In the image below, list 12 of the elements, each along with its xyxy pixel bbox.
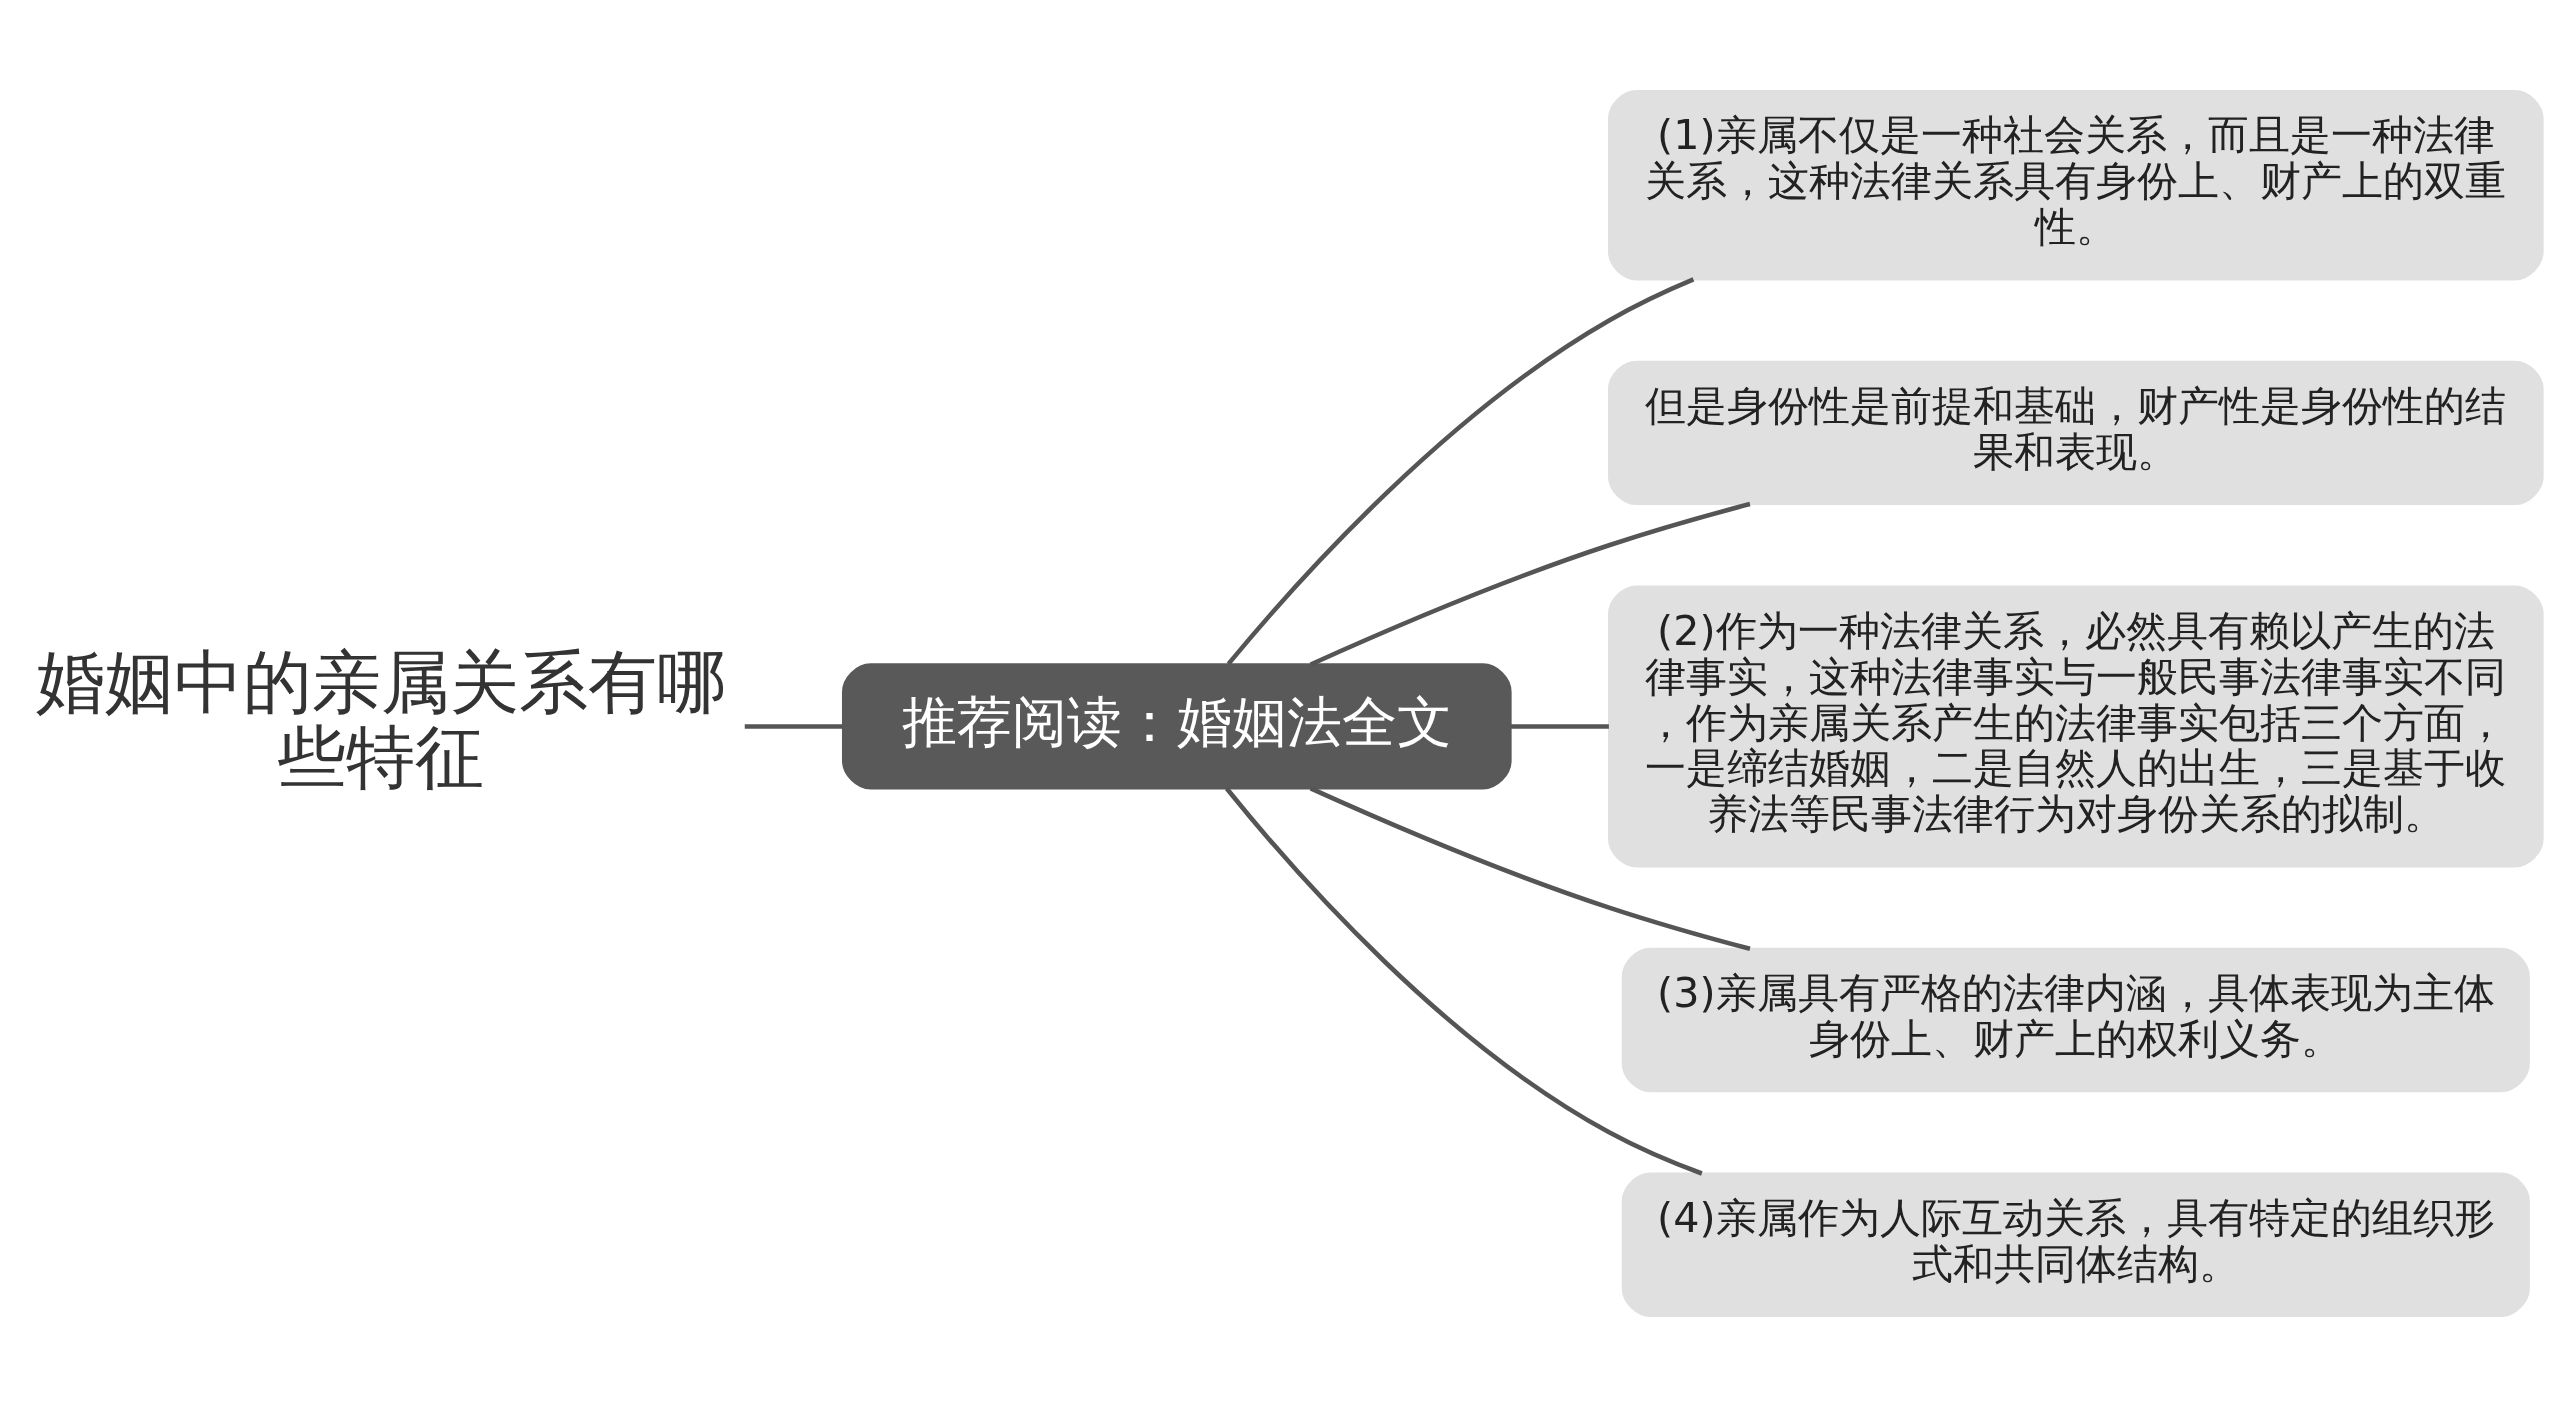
node-box: 推荐阅读：婚姻法全文 — [841, 662, 1512, 789]
node-box: (3)亲属具有严格的法律内涵，具体表现为主体身份上、财产上的权利义务。 — [1621, 947, 2530, 1092]
connector — [744, 723, 843, 729]
connector — [1309, 501, 1751, 667]
node-box: (4)亲属作为人际互动关系，具有特定的组织形式和共同体结构。 — [1621, 1172, 2530, 1317]
connector — [1224, 786, 1703, 1176]
connector — [1510, 723, 1609, 729]
node-box: (1)亲属不仅是一种社会关系，而且是一种法律关系，这种法律关系具有身份上、财产上的双重性。 — [1607, 89, 2544, 280]
connector — [1226, 276, 1695, 665]
node-box: 但是身份性是前提和基础，财产性是身份性的结果和表现。 — [1607, 360, 2544, 505]
node-text: 婚姻中的亲属关系有哪些特征 — [36, 641, 726, 797]
node-box: (2)作为一种法律关系，必然具有赖以产生的法律事实，这种法律事实与一般民事法律事实不同，作为亲属关系产生的法律事实包括三个方面，一是缔结婚姻，二是自然人的出生，三是基于收养法等民事法律行为对身份关系的拟制。 — [1607, 584, 2544, 867]
